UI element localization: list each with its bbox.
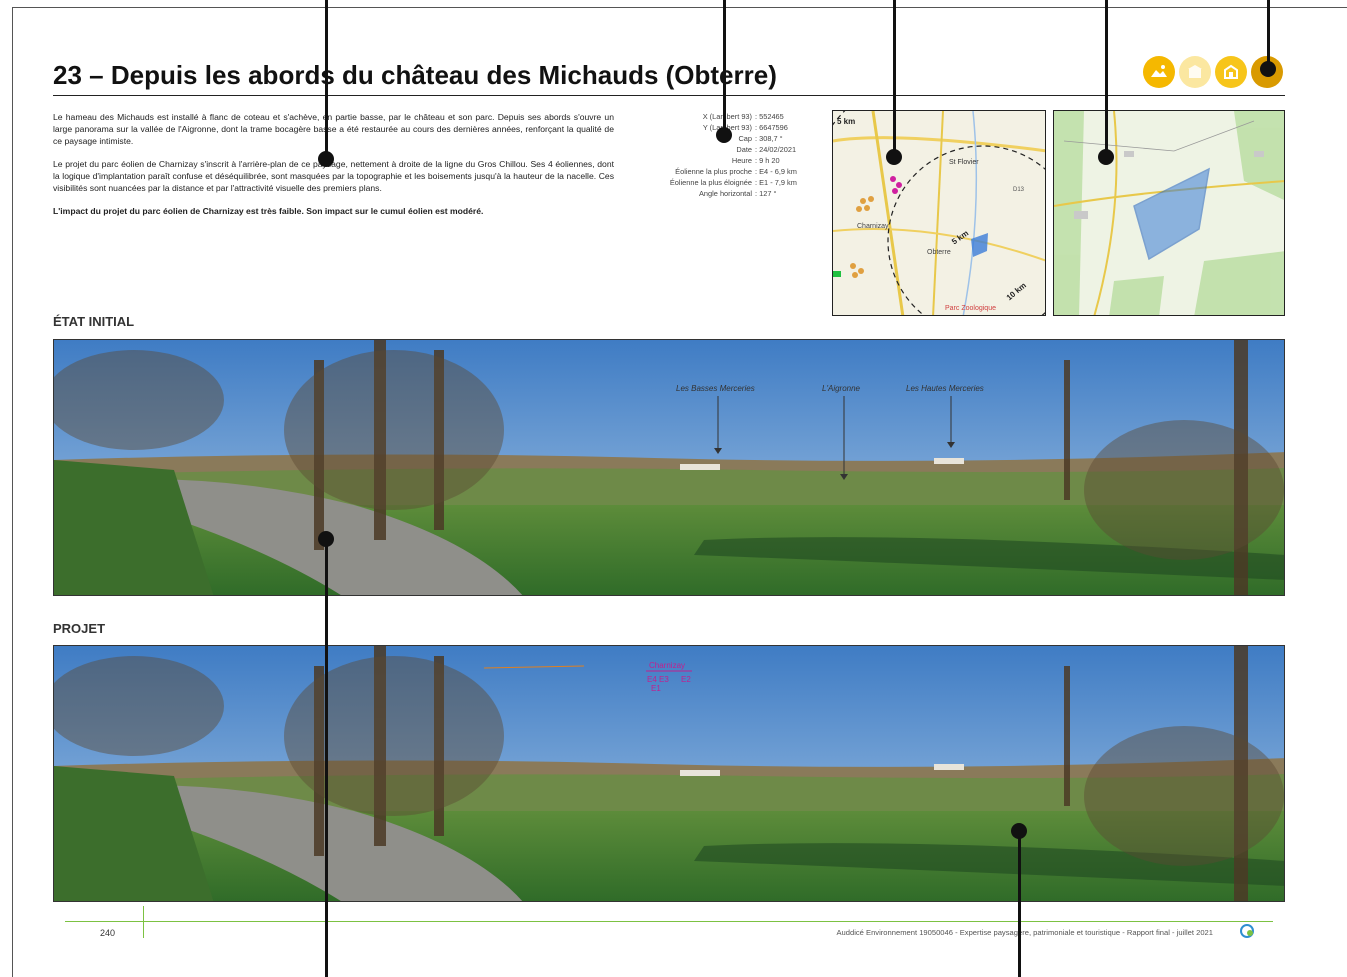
detail-map-graphic	[1054, 111, 1284, 315]
marker-line	[723, 0, 726, 134]
panorama-initial-state: Les Basses Merceries L'Aigronne Les Haut…	[53, 339, 1285, 596]
project-label-turbines-a: E4 E3	[647, 675, 669, 684]
map-label: Obterre	[927, 249, 951, 256]
location-map-overview: 5 km St Flovier D13 5 km 10 km Parc Zool…	[832, 110, 1046, 316]
panorama-project-graphic	[54, 646, 1284, 901]
page-frame-top	[12, 7, 1347, 8]
project-label-turbines-b: E2	[681, 675, 691, 684]
heritage-icon	[1179, 56, 1211, 88]
intro-paragraph-2: Le projet du parc éolien de Charnizay s'…	[53, 159, 614, 193]
marker-line	[893, 0, 896, 156]
meta-row: X (Lambert 93): 552465	[702, 112, 784, 121]
marker-line	[325, 0, 328, 159]
map-label: Charnizay	[857, 223, 889, 230]
marker-line	[1105, 0, 1108, 156]
overview-map-graphic	[833, 111, 1045, 315]
viewpoint-metadata: X (Lambert 93): 552465 Y (Lambert 93): 6…	[620, 111, 825, 199]
map-label: D13	[1013, 187, 1025, 193]
impact-conclusion: L'impact du projet du parc éolien de Cha…	[53, 206, 484, 216]
meta-row: Angle horizontal: 127 °	[698, 189, 777, 198]
marker-line	[1018, 830, 1021, 977]
page-frame-left	[12, 7, 13, 977]
map-label: St Flovier	[949, 159, 979, 166]
landscape-icon	[1143, 56, 1175, 88]
footer-divider	[65, 921, 1273, 922]
annotation-basses-merceries: Les Basses Merceries	[676, 384, 755, 393]
intro-text: Le hameau des Michauds est installé à fl…	[53, 111, 614, 228]
project-label-park: Charnizay	[649, 661, 686, 670]
meta-row: Heure: 9 h 20	[731, 156, 780, 165]
meta-row: Date: 24/02/2021	[736, 145, 797, 154]
annotation-hautes-merceries: Les Hautes Merceries	[906, 384, 984, 393]
panorama-project: Charnizay E4 E3 E2 E1	[53, 645, 1285, 902]
section-label-project: PROJET	[53, 621, 106, 636]
panorama-initial-graphic	[54, 340, 1284, 595]
map-label: 5 km	[837, 117, 856, 126]
annotation-aigronne: L'Aigronne	[822, 384, 860, 393]
location-map-detail	[1053, 110, 1285, 316]
meta-row: Éolienne la plus éloignée: E1 - 7,9 km	[669, 178, 797, 187]
project-label-turbines-c: E1	[651, 684, 661, 693]
meta-row: Cap: 308,7 °	[738, 134, 783, 143]
page-number: 240	[100, 928, 116, 938]
marker-line	[325, 538, 328, 977]
map-label: Parc Zoologique	[945, 305, 996, 312]
marker-line	[1267, 0, 1270, 68]
page-title: 23 – Depuis les abords du château des Mi…	[53, 60, 777, 90]
section-label-initial: ÉTAT INITIAL	[53, 314, 135, 329]
marker-dot	[1011, 823, 1027, 839]
marker-dot	[318, 531, 334, 547]
meta-row: Éolienne la plus proche: E4 - 6,9 km	[675, 167, 797, 176]
marker-dot	[1260, 61, 1276, 77]
tourism-icon	[1215, 56, 1247, 88]
marker-dot	[318, 151, 334, 167]
marker-dot	[1098, 149, 1114, 165]
footer-tick	[143, 906, 144, 938]
intro-paragraph-1: Le hameau des Michauds est installé à fl…	[53, 112, 614, 146]
footer-credit: Auddicé Environnement 19050046 - Experti…	[836, 928, 1213, 937]
marker-dot	[886, 149, 902, 165]
title-divider	[53, 95, 1285, 96]
auddice-logo-icon	[1237, 922, 1257, 942]
marker-dot	[716, 127, 732, 143]
